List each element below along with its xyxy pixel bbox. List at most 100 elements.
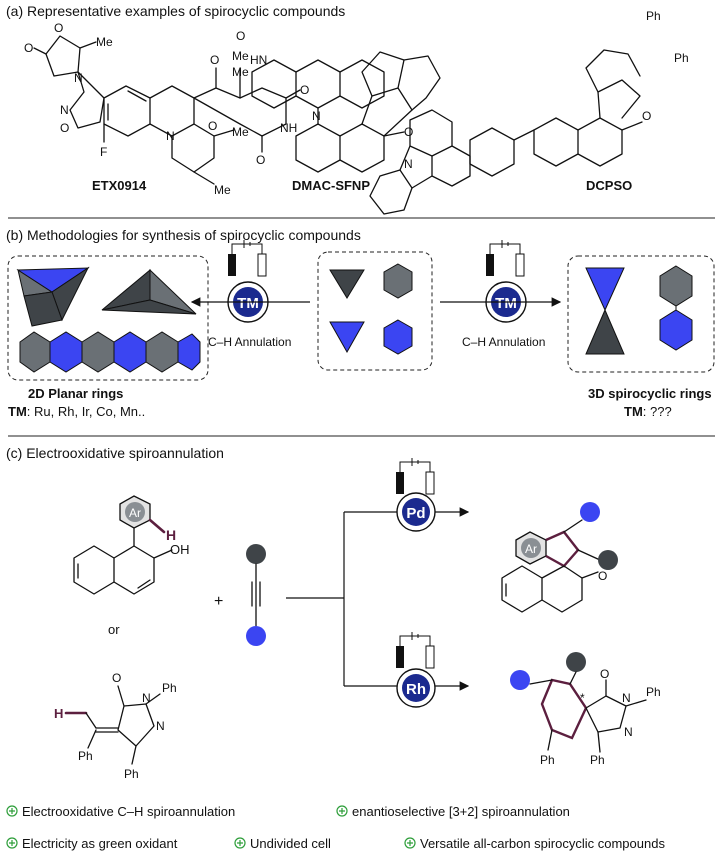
product-rh-dark-sub xyxy=(566,652,586,672)
planar-tetrahedron-fused xyxy=(16,266,90,327)
plus-circle-icon xyxy=(6,837,18,849)
rh-label: Rh xyxy=(406,681,426,698)
dcpso-label-o: O xyxy=(642,109,651,123)
etx-label-o3: O xyxy=(60,121,69,135)
etx-label-n3: N xyxy=(166,129,175,143)
left-arrow-label: C–H Annulation xyxy=(208,335,291,349)
panel-a-heading: (a) Representative examples of spirocycl… xyxy=(6,3,345,19)
spiro-dark-triangle xyxy=(585,308,625,355)
pd-cycle-icon: Pd xyxy=(396,492,436,532)
block-gray-hexagon xyxy=(383,263,413,299)
pd-label: Pd xyxy=(406,505,425,522)
etx-label-n1: N xyxy=(74,71,83,85)
etx-label-f: F xyxy=(100,145,107,159)
feature-item-1: Electrooxidative C–H spiroannulation xyxy=(6,804,235,819)
block-dark-triangle xyxy=(329,269,365,299)
etx-label-o7: O xyxy=(236,29,245,43)
rh-electrode-icon xyxy=(396,632,435,669)
product-rh-star-label: * xyxy=(580,691,585,705)
dmac-label-me1: Me xyxy=(232,49,249,63)
planar-fused-hexagons xyxy=(19,331,201,373)
planar-rings-box xyxy=(7,255,209,381)
pd-electrode-icon xyxy=(396,458,435,495)
spiro-title: 3D spirocyclic rings xyxy=(588,386,712,401)
product-pd-blue-sub xyxy=(580,502,600,522)
etx-label-o4: O xyxy=(210,53,219,67)
spiro-tm-line: TM: ??? xyxy=(624,404,672,419)
substrate-pyrazolone: H O N N Ph Ph Ph xyxy=(54,671,177,781)
dcpso-label-ph2: Ph xyxy=(674,51,689,65)
right-electrode-icon xyxy=(486,240,525,277)
pyrazolone-o-label: O xyxy=(112,671,121,685)
etx-label-nh: NH xyxy=(280,121,297,135)
left-electrode-icon xyxy=(228,240,267,277)
etx-label-o6: O xyxy=(256,153,265,167)
substrate-h-label: H xyxy=(166,527,176,543)
planar-tm-line: TM: Ru, Rh, Ir, Co, Mn.. xyxy=(8,404,145,419)
feature-text-4: Undivided cell xyxy=(250,836,331,851)
compound-etx0914: O O N Me N O F N O O HN NH O O Me Me O E… xyxy=(24,21,309,197)
dmac-label-n: N xyxy=(312,109,321,123)
pyrazolone-ph-n-label: Ph xyxy=(162,681,177,695)
etx-label-o8: O xyxy=(208,119,217,133)
dcpso-name: DCPSO xyxy=(586,178,632,193)
spiro-tm-key: TM xyxy=(624,404,643,419)
feature-text-5: Versatile all-carbon spirocyclic compoun… xyxy=(420,836,665,851)
product-rh-ph-n-label: Ph xyxy=(646,685,661,699)
panel-b: (b) Methodologies for synthesis of spiro… xyxy=(6,227,715,437)
block-blue-triangle xyxy=(329,321,365,354)
dcpso-label-ph1: Ph xyxy=(646,9,661,23)
panel-c: (c) Electrooxidative spiroannulation Ar … xyxy=(6,445,665,851)
panel-c-heading: (c) Electrooxidative spiroannulation xyxy=(6,445,224,461)
compound-dcpso: Ph Ph O N DCPSO xyxy=(369,9,689,215)
pyrazolone-h-label: H xyxy=(54,706,63,721)
plus-circle-icon xyxy=(234,837,246,849)
feature-text-1: Electrooxidative C–H spiroannulation xyxy=(22,804,235,819)
product-rh-o-label: O xyxy=(600,667,609,681)
product-rh-n1-label: N xyxy=(622,691,631,705)
pyrazolone-ph-bottom-label: Ph xyxy=(124,767,139,781)
panel-b-heading: (b) Methodologies for synthesis of spiro… xyxy=(6,227,361,243)
plus-label: + xyxy=(214,593,223,610)
compound-dmac-sfnp: Me Me N O DMAC-SFNP xyxy=(232,49,441,193)
product-pd-o-label: O xyxy=(598,569,607,583)
dmac-label-o: O xyxy=(404,125,413,139)
planar-bipyramid xyxy=(101,268,197,315)
planar-tm-key: TM xyxy=(8,404,27,419)
plus-circle-icon xyxy=(404,837,416,849)
pyrazolone-n1-label: N xyxy=(142,691,151,705)
substrate-naphthol: Ar H OH xyxy=(73,495,190,595)
rh-cycle-icon: Rh xyxy=(396,668,436,708)
etx-label-n2: N xyxy=(60,103,69,117)
spiro-tm-value: : ??? xyxy=(643,404,672,419)
product-rh-ph-left-label: Ph xyxy=(540,753,555,767)
product-pd-spiro: Ar O xyxy=(501,502,618,613)
spiro-gray-hexagon xyxy=(659,265,693,307)
substrate-oh-label: OH xyxy=(170,542,190,557)
etx-label-me3: Me xyxy=(214,183,231,197)
etx-label-me1: Me xyxy=(96,35,113,49)
product-rh-n2-label: N xyxy=(624,725,633,739)
panel-a: (a) Representative examples of spirocycl… xyxy=(6,3,715,219)
feature-item-3: Electricity as green oxidant xyxy=(6,836,178,851)
etx-label-me2: Me xyxy=(232,125,249,139)
feature-item-5: Versatile all-carbon spirocyclic compoun… xyxy=(404,836,665,851)
block-blue-hexagon xyxy=(383,319,413,355)
etx-label-o5: O xyxy=(300,83,309,97)
pyrazolone-n2-label: N xyxy=(156,719,165,733)
spiro-blue-triangle xyxy=(585,267,625,312)
product-pd-ar-label: Ar xyxy=(525,542,537,556)
etx-label-o2: O xyxy=(54,21,63,35)
planar-tm-value: : Ru, Rh, Ir, Co, Mn.. xyxy=(27,404,145,419)
feature-item-4: Undivided cell xyxy=(234,836,331,851)
dcpso-label-n: N xyxy=(404,157,413,171)
planar-title: 2D Planar rings xyxy=(28,386,123,401)
feature-list: Electrooxidative C–H spiroannulation ena… xyxy=(6,804,665,851)
etx0914-name: ETX0914 xyxy=(92,178,147,193)
product-rh-ph-right-label: Ph xyxy=(590,753,605,767)
right-arrow-label: C–H Annulation xyxy=(462,335,545,349)
product-pd-dark-sub xyxy=(598,550,618,570)
etx-label-o1: O xyxy=(24,41,33,55)
feature-text-3: Electricity as green oxidant xyxy=(22,836,178,851)
